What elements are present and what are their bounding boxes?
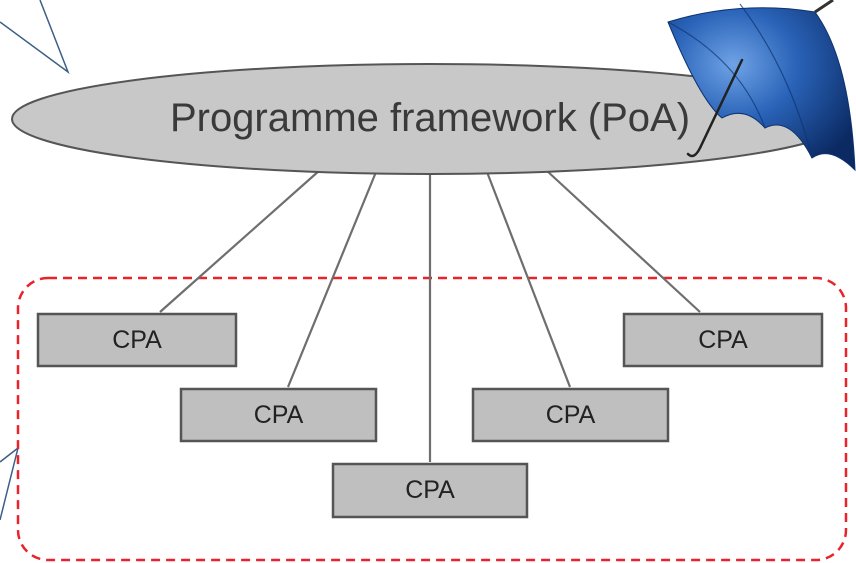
connector-lines (159, 169, 701, 462)
connector-line (286, 171, 378, 388)
cpa-box (36, 312, 238, 368)
callout-pointer-bottom-icon (0, 447, 19, 521)
cpa-box (471, 387, 670, 443)
umbrella-icon (667, 0, 856, 172)
connector-line (545, 169, 701, 313)
cpa-box (622, 312, 824, 368)
cpa-box (331, 462, 529, 519)
callout-pointer-top-icon (0, 0, 70, 75)
cpa-group-outline (16, 276, 848, 562)
connector-line (159, 169, 321, 313)
cpa-box (179, 387, 378, 443)
connector-line (485, 171, 572, 388)
